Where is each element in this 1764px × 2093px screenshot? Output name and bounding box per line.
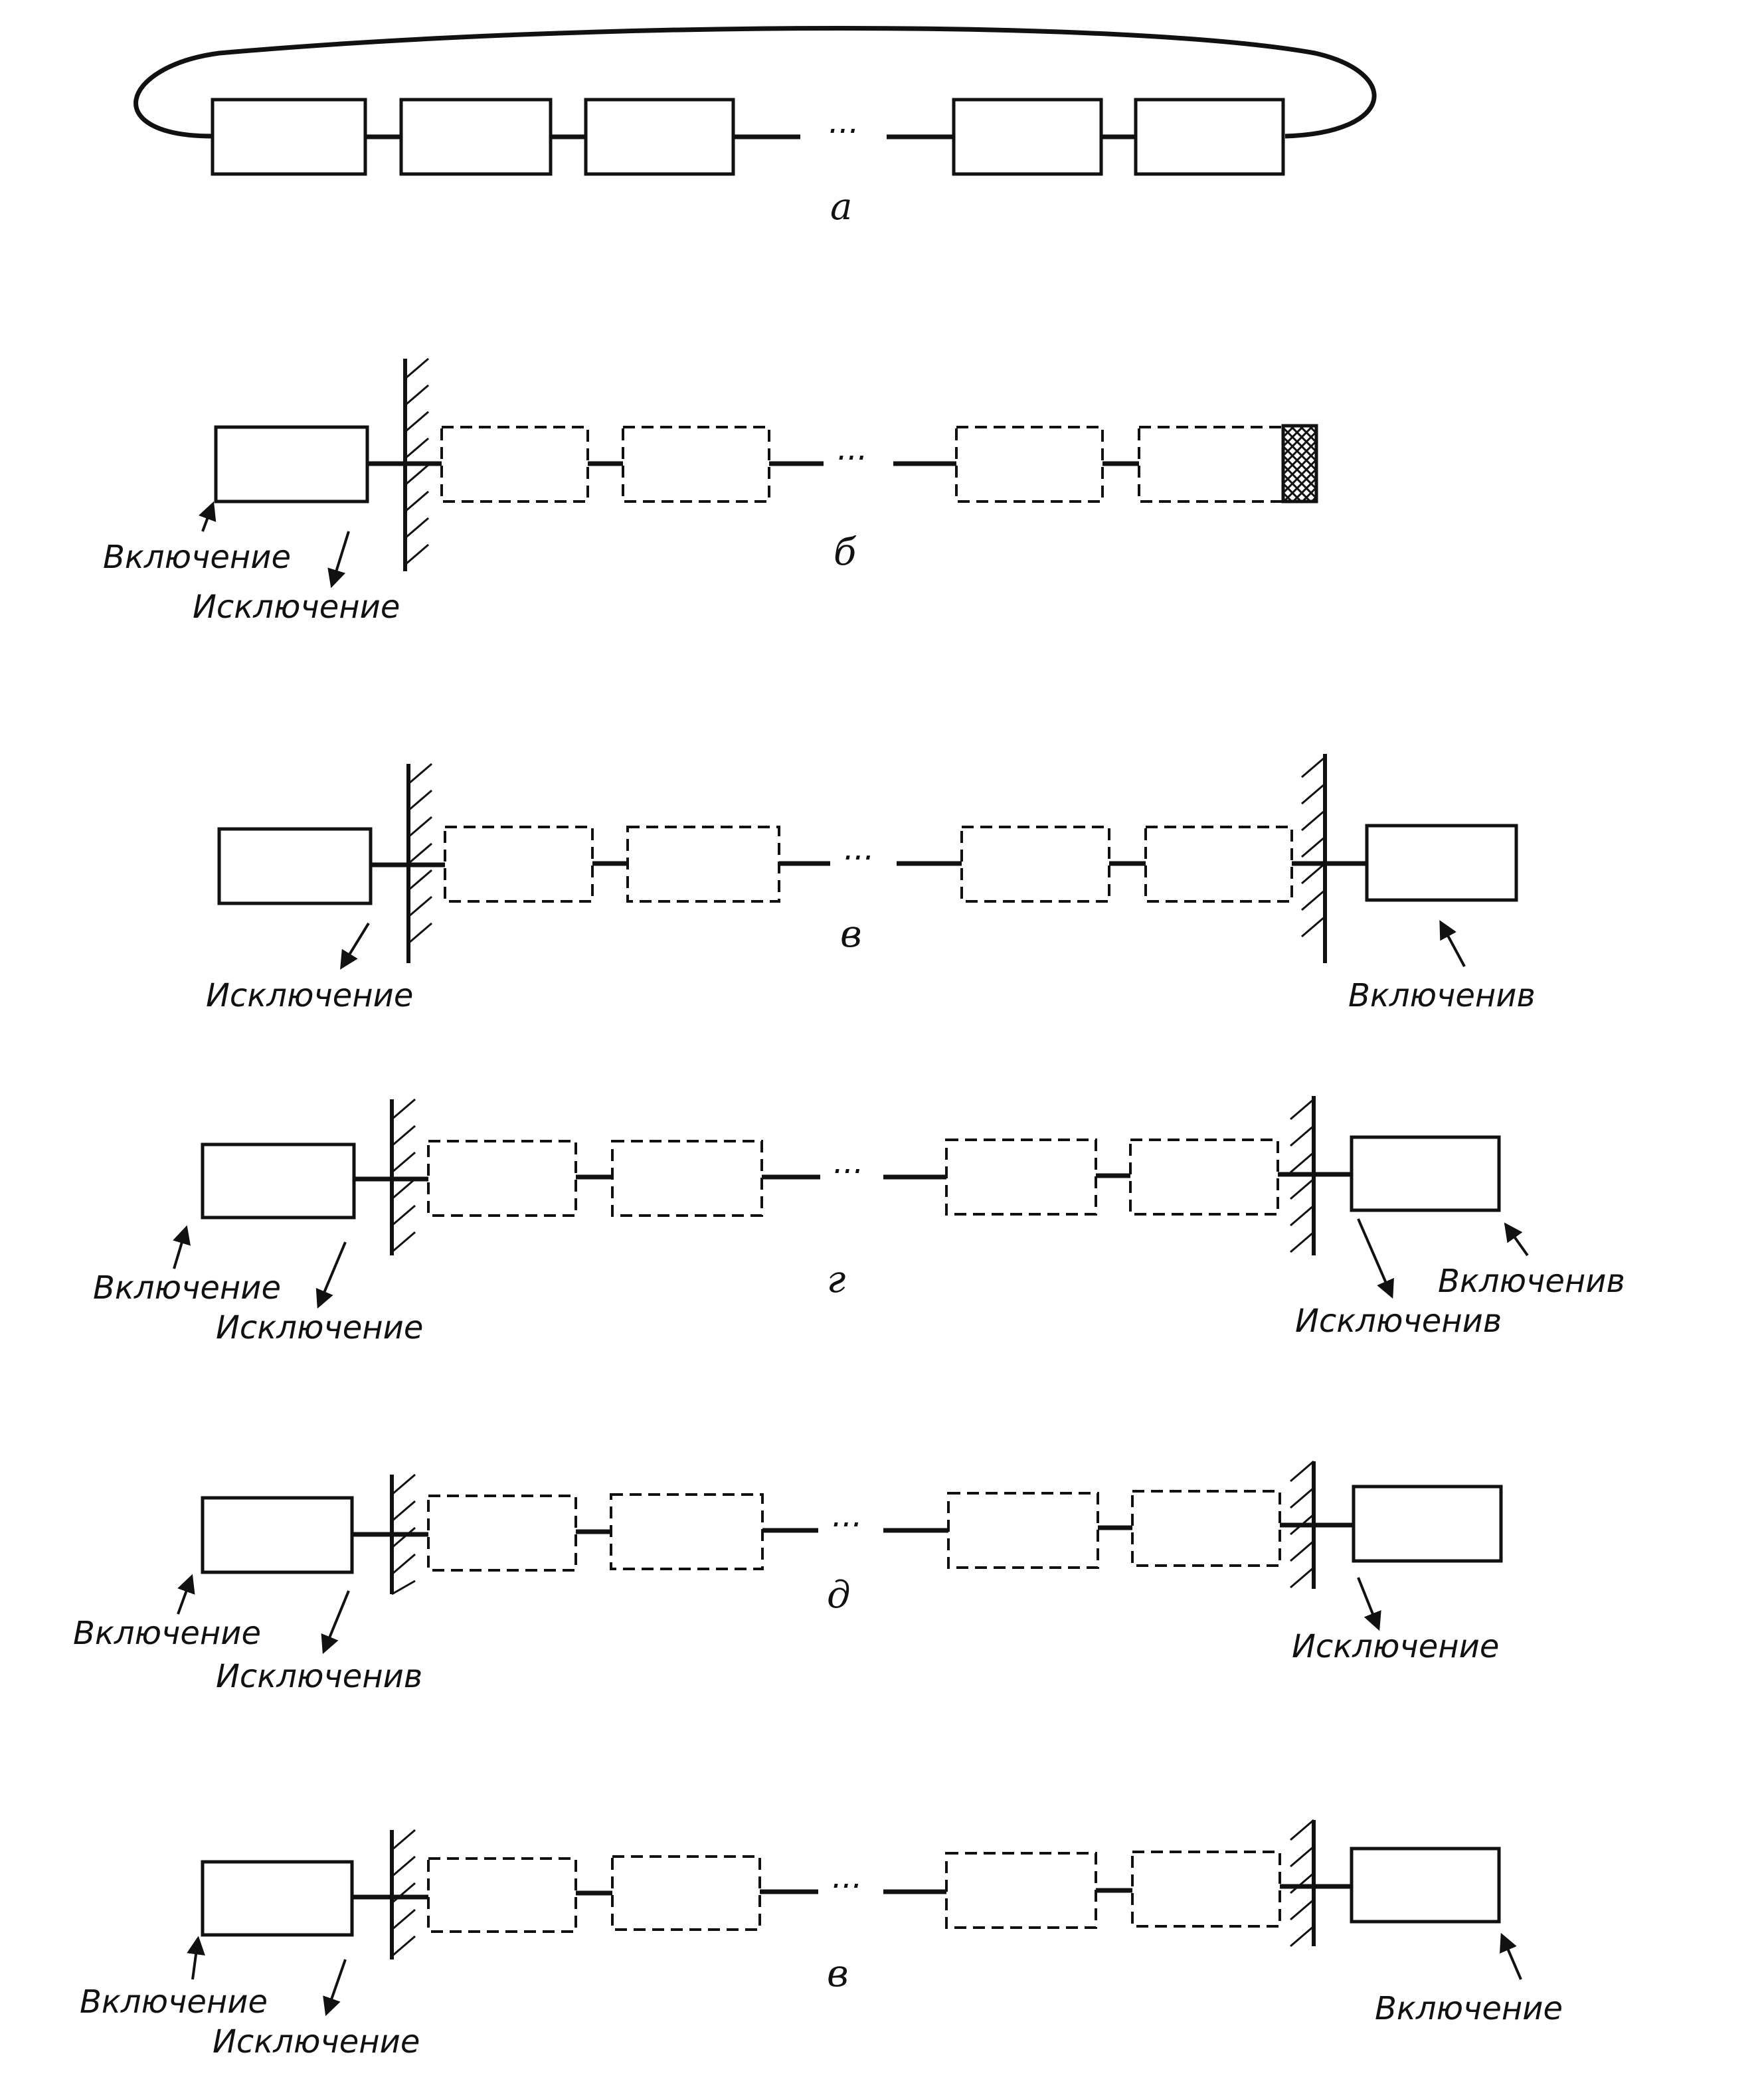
chain-block-unassembled	[945, 1138, 1097, 1216]
panel-d: ··· Включение Исключенив Исключение д	[73, 1460, 1503, 1695]
chain-block	[201, 1860, 354, 1937]
chain-block	[201, 1142, 356, 1220]
label-exclusion: Исключение	[213, 2023, 420, 2060]
label-inclusion: Включенив	[1438, 1263, 1625, 1300]
label-exclusion: Исключение	[193, 589, 400, 626]
panel-caption: г	[827, 1258, 845, 1301]
wall-hatch	[1290, 1098, 1314, 1253]
wall-hatch	[1290, 1460, 1314, 1589]
label-inclusion: Включение	[80, 1983, 268, 2021]
chain-block-unassembled	[955, 426, 1104, 503]
panel-a: ··· а	[133, 26, 1377, 228]
panel-e: ··· Включение Исключение Включение в	[80, 1819, 1563, 2060]
panel-caption: б	[834, 531, 857, 574]
chain-block-unassembled	[611, 1855, 761, 1931]
label-inclusion: Включение	[93, 1269, 281, 1307]
chain-block-unassembled	[1144, 826, 1293, 903]
end-cap	[1281, 424, 1318, 503]
chain-block	[584, 98, 735, 176]
label-exclusion: Исключение	[216, 1309, 423, 1346]
wall-hatch	[1301, 756, 1326, 938]
chain-block	[211, 98, 367, 176]
chain-block-unassembled	[947, 1492, 1099, 1569]
chain-block-unassembled	[622, 426, 770, 503]
label-inclusion: Включение	[1375, 1990, 1563, 2027]
chain-block	[1352, 1485, 1503, 1563]
wall-hatch	[404, 357, 429, 566]
chain-block	[1350, 1135, 1501, 1212]
chain-block-unassembled	[945, 1852, 1097, 1929]
chain-block	[1350, 1847, 1501, 1924]
ellipsis: ···	[830, 1506, 861, 1544]
panel-b: ··· Включение Исключение б	[103, 357, 1318, 626]
panel-v: ··· Исключение Включенив в	[206, 754, 1536, 1014]
chain-block-unassembled	[610, 1493, 764, 1570]
chain-block-unassembled	[1129, 1138, 1279, 1216]
label-exclusion: Исключение	[206, 977, 413, 1014]
ellipsis: ···	[827, 113, 857, 150]
chain-block-unassembled	[427, 1140, 577, 1217]
label-inclusion: Включенив	[1348, 977, 1536, 1014]
panel-caption: д	[827, 1574, 851, 1617]
label-inclusion: Включение	[103, 539, 291, 576]
label-exclusion: Исключенив	[1295, 1303, 1502, 1340]
chain-block-unassembled	[427, 1857, 577, 1933]
wall-hatch	[1290, 1819, 1314, 1948]
chain-block-unassembled	[626, 826, 780, 903]
ellipsis: ···	[832, 1153, 862, 1190]
chain-block	[1134, 98, 1285, 176]
ellipsis: ···	[836, 440, 866, 477]
chain-block	[1365, 824, 1518, 902]
panel-caption: в	[840, 913, 862, 956]
panel-g: ··· Включение Исключение Включенив Исклю…	[93, 1096, 1625, 1346]
chain-block-unassembled	[960, 826, 1110, 903]
chain-block-unassembled	[1131, 1490, 1281, 1567]
chain-block-unassembled	[1131, 1851, 1281, 1928]
label-inclusion: Включение	[73, 1615, 261, 1652]
chain-block	[201, 1496, 354, 1574]
chain-block	[399, 98, 553, 176]
label-exclusion: Исключение	[1292, 1628, 1499, 1665]
ellipsis: ···	[830, 1868, 861, 1905]
wall-hatch	[391, 1829, 416, 1957]
chain-block-unassembled	[611, 1140, 763, 1217]
chain-block-unassembled	[427, 1495, 577, 1572]
chain-block	[952, 98, 1103, 176]
ring-loop	[133, 26, 1377, 139]
chain-block-unassembled	[1138, 426, 1286, 503]
label-exclusion: Исключенив	[216, 1658, 422, 1695]
chain-block-unassembled	[440, 426, 589, 503]
ellipsis: ···	[842, 840, 873, 877]
chain-block	[217, 827, 373, 905]
chain-block-unassembled	[444, 826, 594, 903]
wall-hatch	[391, 1473, 416, 1595]
wall-hatch	[408, 763, 432, 945]
wall-hatch	[391, 1098, 416, 1253]
panel-caption: а	[830, 185, 852, 228]
panel-caption: в	[827, 1952, 849, 1995]
chain-block	[214, 425, 369, 503]
